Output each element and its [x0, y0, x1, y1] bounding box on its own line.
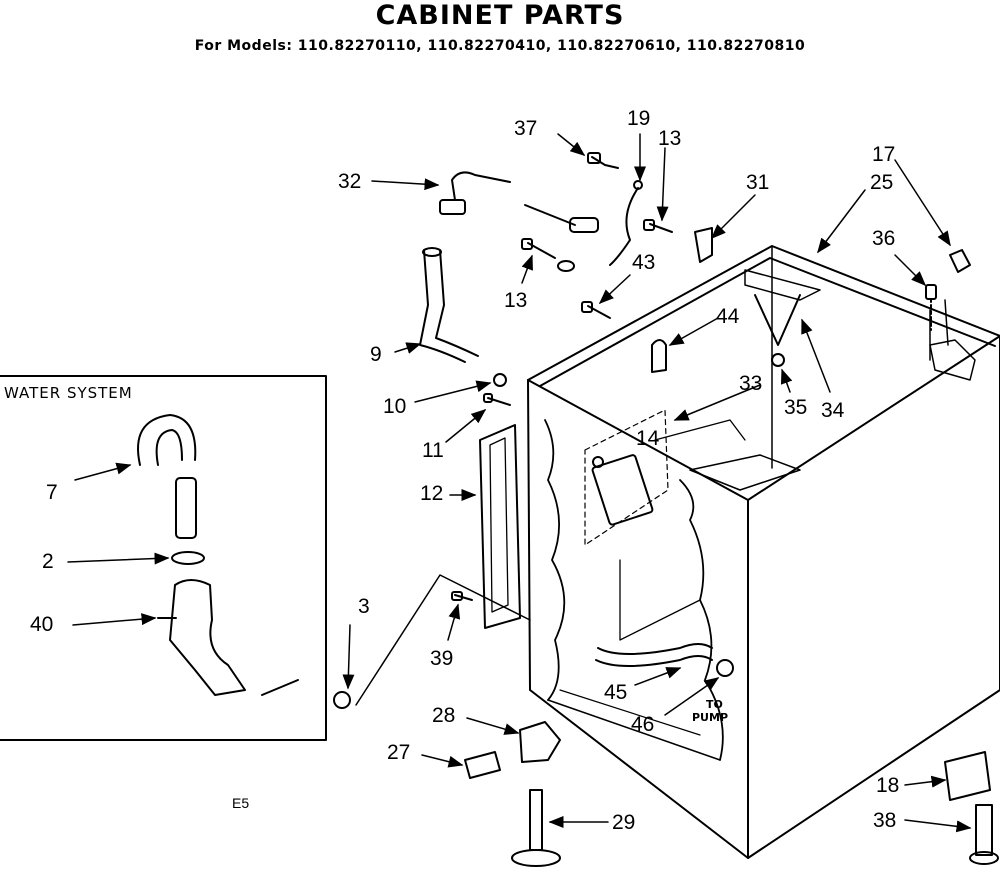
part-18-foot-bracket — [944, 751, 991, 801]
part-44-clip — [651, 339, 667, 373]
part-9-hose — [419, 247, 479, 363]
callout-35: 35 — [784, 396, 808, 419]
part-11-fitting — [483, 393, 511, 406]
callout-19: 19 — [627, 107, 651, 130]
callout-40: 40 — [30, 613, 54, 636]
callout-37: 37 — [514, 117, 538, 140]
callout-31: 31 — [746, 171, 770, 194]
callout-27: 27 — [387, 741, 411, 764]
drawing-code: E5 — [232, 795, 250, 811]
callout-45: 45 — [604, 681, 628, 704]
callout-9: 9 — [370, 343, 382, 366]
callout-3: 3 — [358, 595, 370, 618]
callout-7: 7 — [46, 481, 58, 504]
part-17-hinge — [949, 249, 971, 273]
callout-29: 29 — [612, 811, 636, 834]
note-to: TO — [706, 698, 723, 711]
water-system-inset — [0, 375, 327, 741]
part-37-screw — [587, 152, 619, 169]
callout-38: 38 — [873, 809, 897, 832]
callout-25: 25 — [870, 171, 894, 194]
callout-46: 46 — [631, 713, 655, 736]
callout-2: 2 — [42, 550, 54, 573]
part-45-hose — [595, 643, 713, 667]
callout-17: 17 — [872, 143, 896, 166]
part-43-screw — [581, 301, 611, 319]
part-3-clamp — [261, 679, 351, 709]
callout-18: 18 — [876, 774, 900, 797]
callout-34: 34 — [821, 399, 845, 422]
callout-12: 12 — [420, 482, 444, 505]
part-39-screw — [451, 591, 473, 601]
callout-44: 44 — [716, 305, 740, 328]
part-36-bolt — [925, 284, 937, 331]
control-panel-assembly — [584, 409, 669, 546]
part-38-leveling-leg — [969, 804, 999, 865]
part-2-clamp — [171, 551, 205, 565]
part-13-screws — [521, 219, 673, 272]
part-32-harness — [439, 171, 599, 233]
callout-leaders — [67, 133, 972, 833]
callout-10: 10 — [383, 395, 407, 418]
callout-33: 33 — [739, 372, 763, 395]
water-system-title: WATER SYSTEM — [4, 384, 133, 402]
part-29-leg — [511, 789, 561, 867]
part-7-hose — [137, 414, 197, 539]
part-10-clamp — [493, 373, 507, 387]
callout-13-top: 13 — [658, 127, 682, 150]
page-title: CABINET PARTS — [375, 0, 625, 31]
callout-14: 14 — [636, 427, 660, 450]
callout-43: 43 — [632, 251, 656, 274]
callout-28: 28 — [432, 704, 456, 727]
part-46-clamp — [716, 659, 734, 677]
callout-36: 36 — [872, 227, 896, 250]
part-12-panel — [479, 424, 521, 629]
callout-13-left: 13 — [504, 289, 528, 312]
callout-11: 11 — [422, 439, 444, 462]
note-pump: PUMP — [692, 711, 729, 724]
part-31-clip — [694, 227, 713, 263]
part-28-mount — [519, 721, 561, 763]
part-27-bracket — [464, 751, 501, 779]
part-35-fitting — [771, 353, 785, 367]
callout-32: 32 — [338, 170, 362, 193]
model-list: For Models: 110.82270110, 110.82270410, … — [194, 38, 806, 54]
callout-39: 39 — [430, 647, 454, 670]
part-40-pump-housing — [157, 579, 246, 696]
cabinet — [527, 245, 1000, 859]
